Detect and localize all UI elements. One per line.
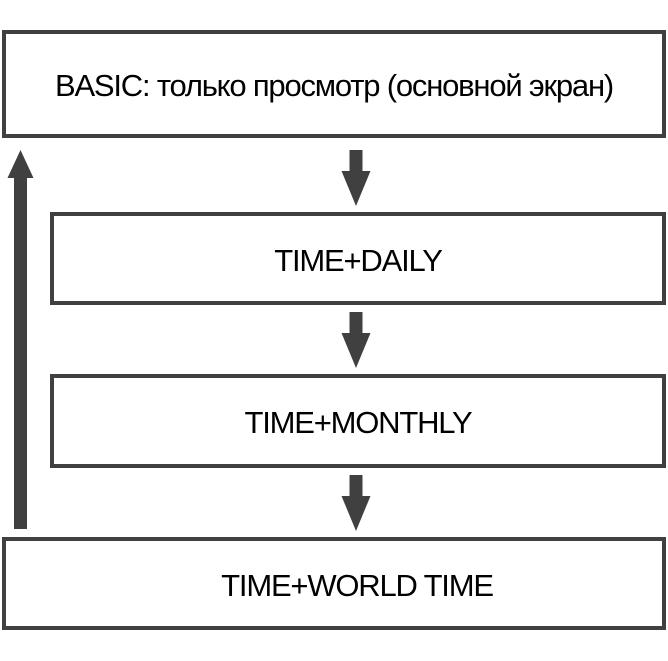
down-arrow-icon xyxy=(341,475,371,531)
up-arrow-icon xyxy=(7,150,34,529)
flow-box-basic: BASIC: только просмотр (основной экран) xyxy=(2,30,666,138)
flow-box-time-monthly: TIME+MONTHLY xyxy=(50,374,666,468)
flow-box-time-world-time: TIME+WORLD TIME xyxy=(2,537,666,630)
flow-box-time-world-time-label: TIME+WORLD TIME xyxy=(221,567,494,603)
flow-box-basic-label: BASIC: только просмотр (основной экран) xyxy=(54,68,614,103)
flow-box-time-monthly-label: TIME+MONTHLY xyxy=(244,405,472,440)
flow-box-time-daily: TIME+DAILY xyxy=(50,212,666,305)
down-arrow-icon xyxy=(341,312,371,368)
flow-box-time-daily-label: TIME+DAILY xyxy=(274,242,443,278)
down-arrow-icon xyxy=(341,150,371,206)
